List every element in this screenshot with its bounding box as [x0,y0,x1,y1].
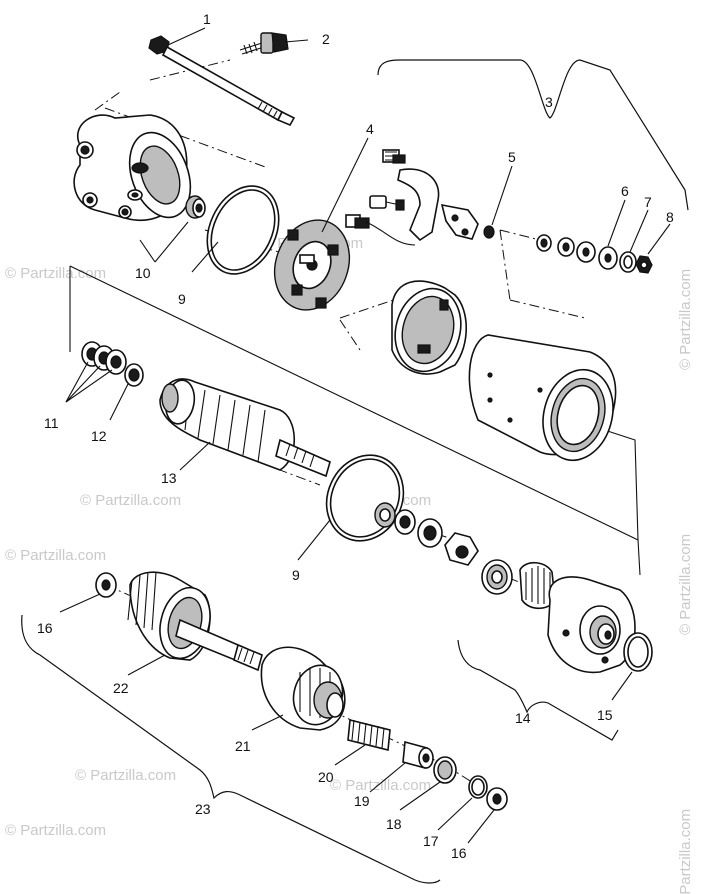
callout-17: 17 [423,833,439,849]
front-housing-cover [73,114,206,222]
pinion-gear-shaft [127,571,263,672]
callout-20: 20 [318,769,334,785]
mounting-screw [239,32,289,55]
callout-7: 7 [644,194,652,210]
watermark-text: © Partzilla.com [677,269,694,370]
callout-14: 14 [515,710,531,726]
watermark-text: © Partzilla.com [330,777,431,794]
watermark-text: © Partzilla.com [80,492,181,509]
rear-end-cover [547,576,653,674]
callout-11: 11 [44,415,59,431]
group-braces [21,59,689,884]
brace-3 [377,59,689,211]
callout-19: 19 [354,793,370,809]
brush-terminal-set [345,149,495,246]
callout-2: 2 [322,31,330,47]
rear-washers-bearing [374,502,556,610]
callout-23: 23 [195,801,211,817]
brush-housing-ring [391,280,468,375]
terminal-washers-nut [536,234,653,274]
callout-16-lower: 16 [451,845,467,861]
callout-numbers: 1 2 3 4 5 6 7 8 9 10 11 12 13 9 16 22 14… [37,11,674,861]
watermark-text: © Partzilla.com [677,534,694,635]
callout-13: 13 [161,470,177,486]
watermark-text: © Partzilla.com [5,265,106,282]
callout-6: 6 [621,183,629,199]
leader-lines [59,27,671,844]
watermark-text: © Partzilla.com [5,547,106,564]
return-spring [347,718,391,752]
snap-ring-and-washers [433,756,508,811]
callout-1: 1 [203,11,211,27]
callout-12: 12 [91,428,107,444]
callout-16-upper: 16 [37,620,53,636]
upper-o-ring [206,185,280,275]
callout-21: 21 [235,738,251,754]
callout-9-upper: 9 [178,291,186,307]
callout-10: 10 [135,265,151,281]
callout-5: 5 [508,149,516,165]
overrunning-clutch [260,646,346,731]
thrust-washers [81,341,144,387]
callout-22: 22 [113,680,129,696]
callout-15: 15 [597,707,613,723]
callout-3: 3 [545,94,553,110]
callout-4: 4 [366,121,374,137]
callout-9-lower: 9 [292,567,300,583]
callout-8: 8 [666,209,674,225]
brace-23 [21,614,441,884]
through-bolt [148,35,296,127]
watermark-text: © Partzilla.com [75,767,176,784]
yoke-field-housing [468,334,617,462]
callout-18: 18 [386,816,402,832]
stop-collar [402,740,434,770]
clutch-washer-upper [95,572,117,598]
brace-14 [457,639,619,741]
watermarks: © Partzilla.com © Partzilla.com © Partzi… [5,235,694,894]
watermark-text: © Partzilla.com [677,809,694,894]
lower-o-ring [325,454,405,542]
armature [159,378,331,478]
watermark-text: © Partzilla.com [5,822,106,839]
brush-holder-plate [273,219,351,311]
